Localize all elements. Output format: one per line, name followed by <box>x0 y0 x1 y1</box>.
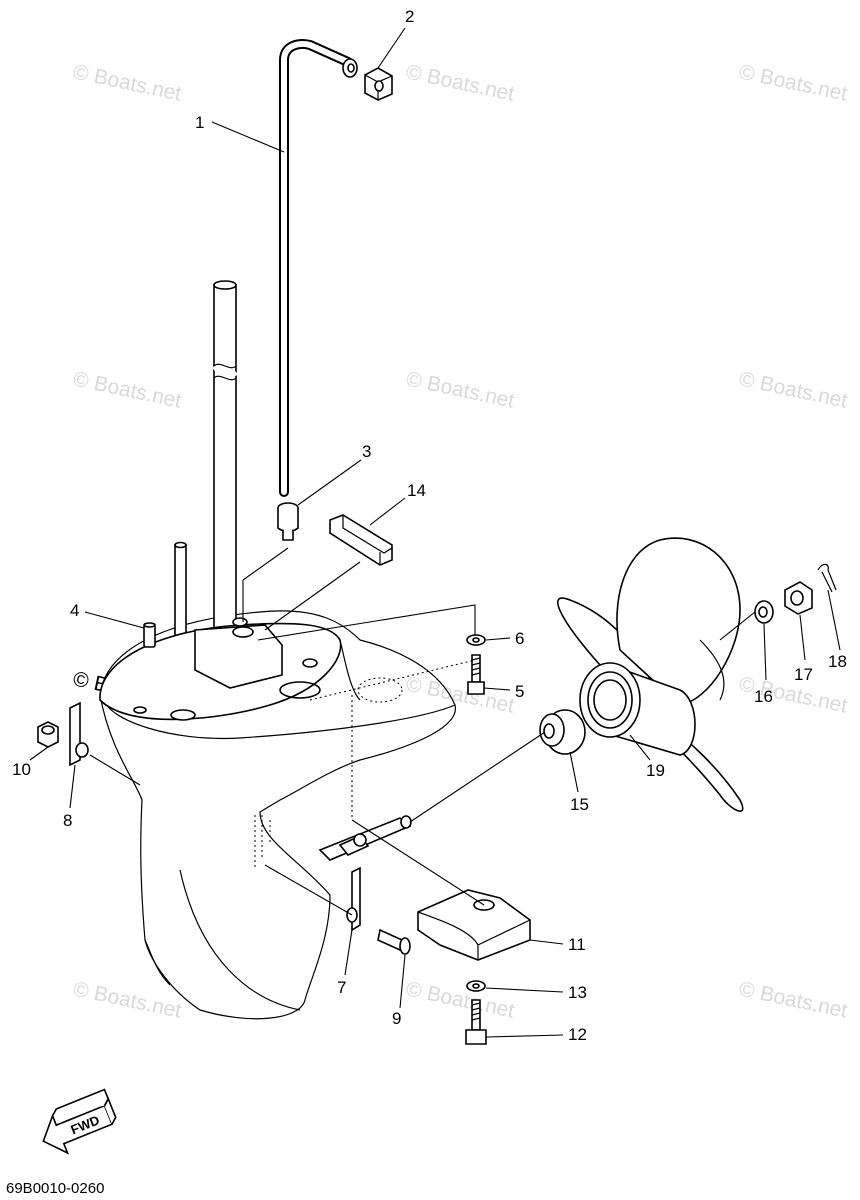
callout-17: 17 <box>794 665 813 684</box>
callout-19: 19 <box>646 761 665 780</box>
callout-13: 13 <box>568 983 587 1002</box>
callout-11: 11 <box>568 935 586 954</box>
watermark: © Boats.net <box>404 672 517 717</box>
screw-9 <box>377 928 411 955</box>
drive-shaft <box>212 280 239 636</box>
callout-6: 6 <box>515 629 524 648</box>
watermark: © Boats.net <box>737 977 850 1022</box>
spacer <box>539 709 586 755</box>
grommet <box>364 67 393 101</box>
callouts: 1 2 3 14 4 6 5 10 8 7 9 11 13 12 15 19 1… <box>12 7 847 1044</box>
water-pipe <box>279 38 358 497</box>
watermark: © Boats.net <box>71 367 184 412</box>
callout-18: 18 <box>828 652 847 671</box>
callout-4: 4 <box>70 601 79 620</box>
nut-10 <box>37 721 59 748</box>
grounding-plate <box>69 701 89 767</box>
watermark: © Boats.net <box>404 977 517 1022</box>
callout-9: 9 <box>392 1009 401 1028</box>
callout-3: 3 <box>362 442 371 461</box>
watermark: © Boats.net <box>737 367 850 412</box>
bracket-bar <box>329 514 393 566</box>
bolt-5 <box>467 654 485 695</box>
callout-5: 5 <box>515 682 524 701</box>
callout-7: 7 <box>337 978 346 997</box>
leader-lines <box>29 27 841 1038</box>
anode <box>417 889 531 961</box>
propeller <box>557 537 744 812</box>
watermark: © Boats.net <box>404 60 517 105</box>
watermark: © Boats.net <box>71 60 184 105</box>
water-tube-seal <box>277 502 299 541</box>
callout-8: 8 <box>63 811 72 830</box>
washer-16 <box>754 600 774 624</box>
callout-1: 1 <box>195 113 204 132</box>
callout-14: 14 <box>407 481 426 500</box>
bolt-12 <box>465 999 487 1045</box>
housing-deck <box>99 617 342 721</box>
plate-7 <box>346 866 361 932</box>
lower-case <box>99 610 456 1020</box>
callout-10: 10 <box>12 760 31 779</box>
cotter-pin <box>817 563 837 593</box>
callout-16: 16 <box>754 687 773 706</box>
watermarks: © Boats.net © Boats.net © Boats.net © Bo… <box>71 60 850 1022</box>
diagram-code: 69B0010-0260 <box>6 1180 104 1197</box>
callout-2: 2 <box>405 7 414 26</box>
watermark: © Boats.net <box>71 977 184 1022</box>
washer <box>466 634 486 646</box>
propeller-shaft <box>318 815 412 861</box>
fwd-arrow: FWD <box>42 1088 117 1155</box>
dowel-pin <box>143 622 156 648</box>
nut-17 <box>784 581 813 615</box>
watermark: © Boats.net <box>737 60 850 105</box>
washer-13 <box>466 980 486 992</box>
callout-12: 12 <box>568 1025 587 1044</box>
callout-15: 15 <box>570 795 589 814</box>
watermark: © Boats.net <box>404 367 517 412</box>
